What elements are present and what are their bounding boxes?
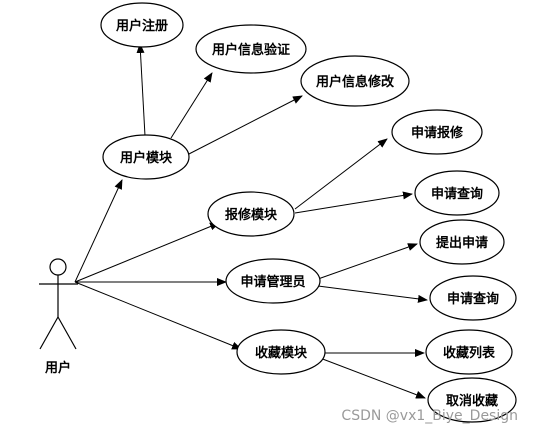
use-case-favorites-list-label: 收藏列表 bbox=[443, 345, 496, 361]
edge-actor-user-module bbox=[74, 179, 123, 283]
use-case-favorites-list: 收藏列表 bbox=[425, 329, 513, 375]
actor-user: 用户 bbox=[39, 258, 78, 376]
edges bbox=[74, 43, 428, 399]
use-case-user-module: 用户模块 bbox=[102, 134, 190, 180]
actor-label: 用户 bbox=[44, 360, 71, 376]
edge-repair-module-apply-repair bbox=[294, 138, 388, 210]
use-case-user-register-label: 用户注册 bbox=[115, 18, 168, 34]
use-case-apply-repair-label: 申请报修 bbox=[411, 125, 464, 141]
edge-favorites-module-cancel bbox=[319, 357, 426, 399]
use-case-favorites-module-label: 收藏模块 bbox=[255, 345, 308, 361]
use-case-apply-query-1-label: 申请查询 bbox=[431, 186, 483, 202]
use-case-submit-apply-label: 提出申请 bbox=[436, 235, 488, 251]
use-case-favorites-module: 收藏模块 bbox=[236, 329, 326, 375]
edge-user-module-register bbox=[136, 43, 146, 137]
edge-user-module-modify bbox=[184, 95, 303, 157]
use-case-apply-query-2-label: 申请查询 bbox=[447, 291, 499, 307]
use-case-cancel-favorite-label: 取消收藏 bbox=[446, 393, 498, 409]
use-case-cancel-favorite: 取消收藏 bbox=[427, 377, 517, 423]
use-case-apply-repair: 申请报修 bbox=[391, 109, 483, 155]
use-case-repair-module: 报修模块 bbox=[207, 191, 295, 237]
use-case-apply-query-2: 申请查询 bbox=[429, 275, 517, 321]
use-case-apply-query-1: 申请查询 bbox=[414, 170, 500, 216]
use-case-user-info-verify: 用户信息验证 bbox=[195, 24, 307, 74]
use-case-user-info-verify-label: 用户信息验证 bbox=[211, 42, 290, 58]
actor-right-leg bbox=[57, 316, 77, 350]
use-case-user-module-label: 用户模块 bbox=[119, 150, 173, 166]
edge-repair-module-apply-query bbox=[294, 191, 413, 214]
edge-actor-favorites-module bbox=[74, 281, 242, 350]
edge-user-module-verify bbox=[170, 72, 213, 139]
use-case-apply-admin: 申请管理员 bbox=[225, 258, 321, 304]
edge-apply-admin-query bbox=[317, 285, 428, 303]
use-case-submit-apply: 提出申请 bbox=[419, 219, 505, 265]
use-case-user-register: 用户注册 bbox=[100, 2, 184, 48]
use-case-apply-admin-label: 申请管理员 bbox=[240, 274, 305, 290]
use-case-repair-module-label: 报修模块 bbox=[225, 207, 278, 223]
actor-left-leg bbox=[39, 316, 59, 350]
watermark-text: CSDN @vx1_Biye_Design bbox=[341, 408, 518, 424]
edge-actor-repair-module bbox=[74, 222, 220, 283]
use-case-user-info-modify: 用户信息修改 bbox=[300, 55, 410, 107]
actor-head bbox=[49, 258, 67, 276]
edge-apply-admin-submit bbox=[317, 243, 418, 280]
use-case-user-info-modify-label: 用户信息修改 bbox=[315, 74, 395, 90]
